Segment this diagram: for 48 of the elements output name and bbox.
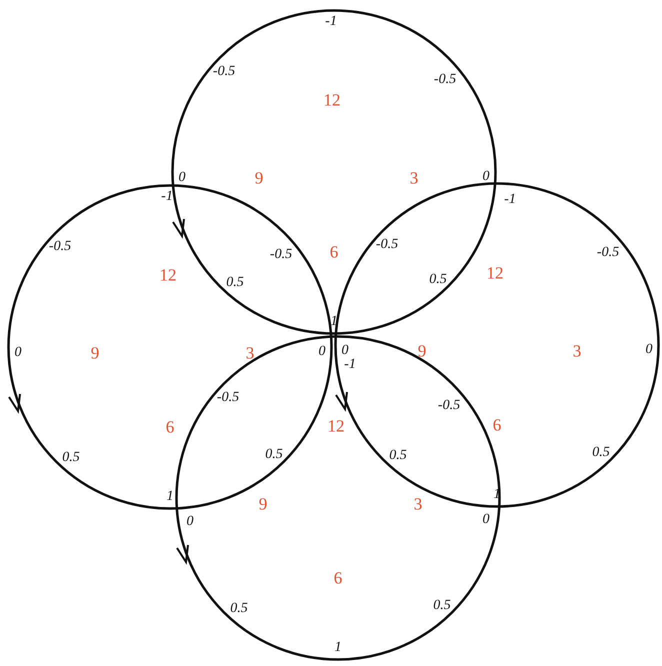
hour-number: 9 bbox=[418, 342, 426, 360]
hour-number: 12 bbox=[328, 418, 344, 434]
scale-value: 0.5 bbox=[429, 273, 447, 287]
scale-value: 0.5 bbox=[592, 446, 610, 460]
scale-value: -0.5 bbox=[216, 391, 240, 405]
scale-value: 1 bbox=[334, 641, 342, 655]
scale-value: 0 bbox=[178, 171, 186, 185]
scale-value: 0 bbox=[318, 345, 326, 359]
scale-value: -1 bbox=[344, 358, 356, 372]
scale-value: -0.5 bbox=[438, 399, 460, 413]
scale-value: -1 bbox=[504, 193, 516, 207]
scale-value: 0.5 bbox=[265, 448, 283, 462]
scale-value: 0 bbox=[186, 515, 194, 529]
scale-value: -0.5 bbox=[212, 65, 236, 79]
hour-number: 3 bbox=[246, 344, 254, 362]
scale-value: 0 bbox=[14, 346, 22, 360]
hour-number: 3 bbox=[572, 342, 582, 360]
scale-value: 1 bbox=[166, 490, 174, 504]
hour-number: 6 bbox=[492, 416, 502, 434]
hour-number: 9 bbox=[258, 496, 268, 512]
scale-value: 0.5 bbox=[62, 451, 80, 465]
scale-value: -0.5 bbox=[596, 246, 620, 260]
hour-number: 3 bbox=[414, 496, 422, 512]
scale-value: 0.5 bbox=[226, 276, 244, 290]
hour-number: 3 bbox=[410, 170, 418, 186]
scale-value: -0.5 bbox=[434, 73, 456, 87]
hour-number: 12 bbox=[160, 266, 176, 284]
hour-number: 6 bbox=[330, 244, 338, 260]
scale-value: 0.5 bbox=[389, 449, 407, 463]
scale-value: -1 bbox=[325, 15, 337, 29]
scale-value: 0 bbox=[482, 513, 490, 527]
hour-number: 9 bbox=[254, 170, 264, 186]
scale-value: 0 bbox=[646, 343, 652, 357]
hour-number: 6 bbox=[166, 418, 174, 436]
scale-value: 1 bbox=[494, 488, 500, 502]
hour-number: 12 bbox=[324, 92, 340, 108]
scale-value: 0 bbox=[482, 170, 490, 184]
scale-value: -0.5 bbox=[376, 238, 398, 252]
scale-value: 0 bbox=[342, 344, 348, 358]
hour-number: 9 bbox=[90, 344, 100, 362]
scale-value: -0.5 bbox=[270, 248, 292, 262]
scale-value: 0.5 bbox=[230, 602, 248, 616]
scale-value: 0.5 bbox=[433, 599, 451, 613]
scale-value: 1 bbox=[330, 315, 338, 329]
scale-value: -1 bbox=[161, 190, 173, 204]
hour-number: 12 bbox=[486, 264, 504, 282]
hour-number: 6 bbox=[334, 570, 342, 586]
scale-value: -0.5 bbox=[48, 240, 72, 254]
